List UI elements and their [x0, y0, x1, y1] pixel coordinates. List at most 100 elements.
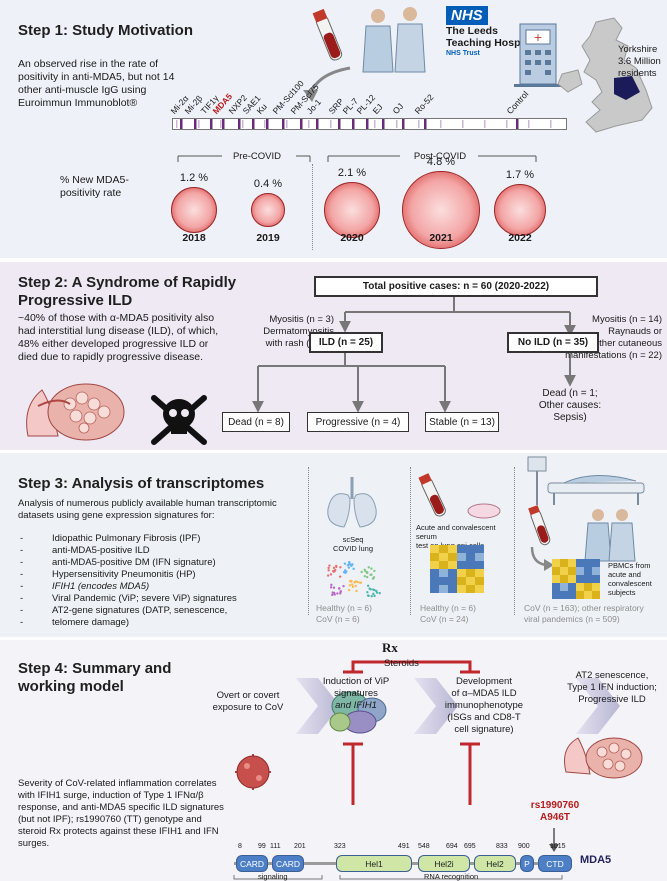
no-ild-outcome: Dead (n = 1; Other causes: Sepsis)	[538, 388, 602, 423]
umap-point	[333, 591, 336, 595]
umap-point	[351, 585, 355, 589]
strip-faint-band	[528, 120, 530, 128]
umap-point	[350, 579, 353, 583]
induction-label: Induction of ViP signatures and IFIH1	[322, 676, 390, 711]
no-ild-box: No ILD (n = 35)	[507, 332, 599, 353]
dead-box: Dead (n = 8)	[222, 412, 290, 432]
umap-point	[331, 593, 334, 597]
heatmap-cell	[592, 583, 600, 591]
umap-point	[378, 591, 381, 595]
heatmap-cell	[576, 591, 584, 599]
heatmap-cell	[457, 569, 466, 577]
col1-cohort: Healthy (n = 6) CoV (n = 6)	[316, 603, 372, 624]
outcome-label: AT2 senescence, Type 1 IFN induction; Pr…	[567, 670, 657, 705]
tube-patients-icon	[528, 505, 636, 562]
heatmap-1	[430, 545, 484, 593]
step2-title: Step 2: A Syndrome of Rapidly Progressiv…	[18, 274, 237, 309]
heatmap-cell	[560, 583, 568, 591]
strip-band	[282, 119, 285, 129]
pbmc-label: PBMCs from acute and convalescent subjec…	[608, 561, 652, 597]
nhs-logo: NHS	[446, 6, 488, 25]
umap-point	[370, 567, 373, 570]
umap-point	[367, 566, 370, 569]
umap-point	[370, 594, 373, 598]
hospital-name: The Leeds Teaching Hospitals	[446, 25, 542, 49]
antigen-label: Control	[504, 88, 531, 116]
ild-box: ILD (n = 25)	[309, 332, 383, 353]
rate-percent: 2.1 %	[337, 166, 367, 179]
umap-point	[338, 587, 341, 590]
strip-faint-band	[418, 120, 420, 128]
umap-point	[354, 584, 357, 588]
post-covid-label: Post-COVID	[413, 151, 467, 162]
rate-percent: 4.8 %	[426, 156, 456, 169]
domain-box: Hel1	[336, 855, 412, 872]
umap-point	[375, 589, 378, 593]
heatmap-cell	[466, 569, 475, 577]
step4-title: Step 4: Summary and working model	[18, 660, 172, 695]
heatmap-cell	[475, 545, 484, 553]
list-item: telomere damage)	[18, 617, 308, 629]
year-label: 2019	[256, 232, 280, 244]
heatmap-cell	[457, 577, 466, 585]
umap-point	[352, 567, 355, 571]
umap-cluster-plot	[326, 560, 381, 598]
rate-circle	[493, 183, 547, 237]
umap-point	[373, 594, 376, 598]
umap-point	[327, 569, 330, 572]
umap-point	[342, 570, 346, 574]
year-label: 2018	[182, 232, 206, 244]
heatmap-cell	[584, 591, 592, 599]
umap-point	[339, 592, 342, 595]
umap-point	[372, 592, 375, 596]
heatmap-cell	[584, 567, 592, 575]
heatmap-cell	[576, 575, 584, 583]
umap-point	[328, 564, 331, 567]
umap-point	[360, 570, 363, 574]
heatmap-cell	[568, 559, 576, 567]
heatmap-cell	[430, 553, 439, 561]
umap-point	[332, 566, 336, 570]
step4-summary: Severity of CoV-related inflammation cor…	[18, 778, 224, 849]
domain-box: CARD	[236, 855, 268, 872]
list-item: Hypersensitivity Pneumonitis (HP)	[18, 569, 308, 581]
umap-point	[368, 587, 371, 590]
period-brackets	[177, 155, 537, 162]
heatmap-cell	[457, 553, 466, 561]
strip-faint-band	[198, 120, 200, 128]
strip-band	[316, 119, 319, 129]
coronavirus-icon	[235, 754, 271, 790]
immunoblot-strip	[172, 118, 567, 130]
heatmap-cell	[568, 575, 576, 583]
umap-point	[333, 569, 337, 573]
heatmap-cell	[457, 545, 466, 553]
heatmap-cell	[475, 561, 484, 569]
heatmap-cell	[592, 575, 600, 583]
strip-band	[266, 119, 269, 129]
umap-point	[366, 571, 369, 574]
heatmap-cell	[568, 591, 576, 599]
heatmap-cell	[475, 577, 484, 585]
rate-percent: 1.2 %	[179, 171, 209, 184]
heatmap-cell	[475, 553, 484, 561]
snp-label: rs1990760 A946T	[530, 800, 580, 823]
umap-point	[346, 564, 350, 567]
rate-label: % New MDA5-positivity rate	[60, 174, 129, 199]
umap-point	[330, 583, 333, 587]
strip-band	[252, 119, 255, 129]
heatmap-cell	[552, 559, 560, 567]
umap-point	[365, 575, 369, 579]
heatmap-cell	[448, 545, 457, 553]
year-label: 2020	[340, 232, 364, 244]
heatmap-cell	[560, 559, 568, 567]
umap-point	[347, 566, 351, 569]
col-separator-2	[410, 467, 411, 615]
heatmap-cell	[560, 591, 568, 599]
strip-faint-band	[308, 120, 310, 128]
list-item: Idiopathic Pulmonary Fibrosis (IPF)	[18, 533, 308, 545]
rate-circle	[251, 193, 285, 227]
heatmap-cell	[430, 585, 439, 593]
heatmap-cell	[592, 591, 600, 599]
domain-box: P	[520, 855, 534, 872]
strip-faint-band	[484, 120, 486, 128]
